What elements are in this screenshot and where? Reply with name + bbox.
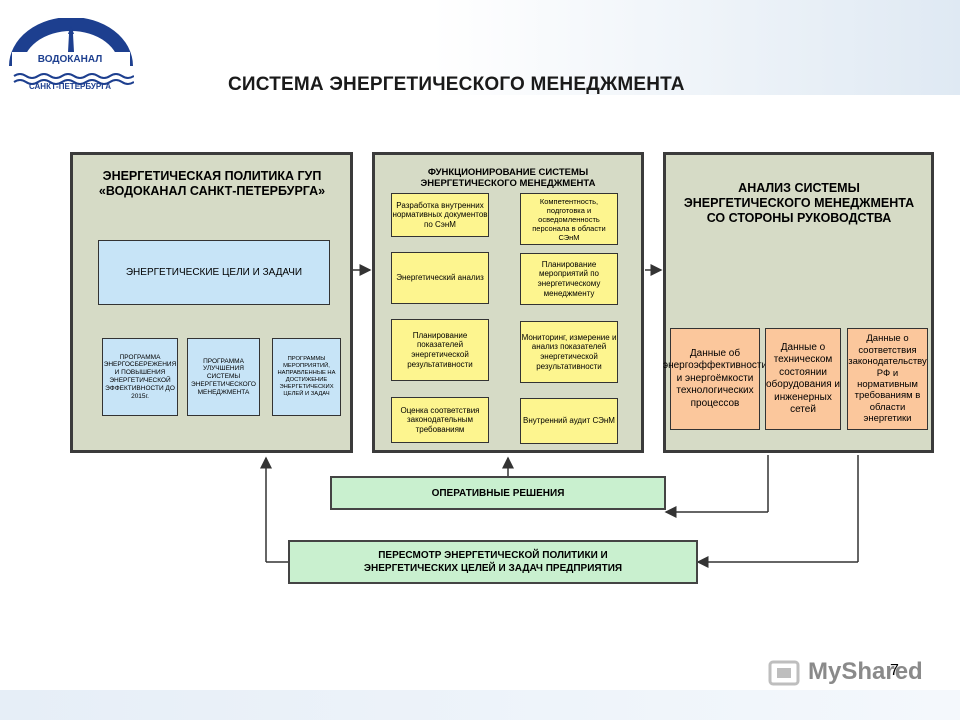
internal-documents-box: Разработка внутренних нормативных докуме… (391, 193, 489, 237)
footer-band (0, 690, 960, 720)
performance-planning-box: Планирование показателей энергетической … (391, 319, 489, 381)
energy-goals-box: ЭНЕРГЕТИЧЕСКИЕ ЦЕЛИ И ЗАДАЧИ (98, 240, 330, 305)
monitoring-measurement-box: Мониторинг, измерение и анализ показател… (520, 321, 618, 383)
competence-training-box: Компетентность, подготовка и осведомленн… (520, 193, 618, 245)
header-band (0, 0, 960, 95)
logo-city: САНКТ-ПЕТЕРБУРГА (28, 82, 112, 91)
page-title: СИСТЕМА ЭНЕРГЕТИЧЕСКОГО МЕНЕДЖМЕНТА (228, 74, 685, 95)
energy-policy-header: ЭНЕРГЕТИЧЕСКАЯ ПОЛИТИКА ГУП «ВОДОКАНАЛ С… (98, 169, 326, 198)
internal-audit-box: Внутренний аудит СЭнМ (520, 398, 618, 444)
policy-revision-box: ПЕРЕСМОТР ЭНЕРГЕТИЧЕСКОЙ ПОЛИТИКИ И ЭНЕР… (288, 540, 698, 584)
sem-operation-header: ФУНКЦИОНИРОВАНИЕ СИСТЕМЫ ЭНЕРГЕТИЧЕСКОГО… (420, 167, 596, 190)
energy-analysis-box: Энергетический анализ (391, 252, 489, 304)
legal-compliance-data-box: Данные о соответствия законодательству Р… (847, 328, 928, 430)
legal-compliance-box: Оценка соответствия законодательным треб… (391, 397, 489, 443)
measures-planning-box: Планирование мероприятий по энергетическ… (520, 253, 618, 305)
watermark-text: MyShared (808, 658, 923, 685)
vodokanal-logo-icon (9, 18, 134, 85)
page-number: 7 (890, 662, 899, 679)
program-sem-improvement-box: ПРОГРАММА УЛУЧШЕНИЯ СИСТЕМЫ ЭНЕРГЕТИЧЕСК… (187, 338, 260, 416)
program-energy-saving-box: ПРОГРАММА ЭНЕРГОСБЕРЕЖЕНИЯ И ПОВЫШЕНИЯ Э… (102, 338, 178, 416)
operational-decisions-box: ОПЕРАТИВНЫЕ РЕШЕНИЯ (330, 476, 666, 510)
myshared-watermark-icon (768, 660, 800, 686)
logo-name: ВОДОКАНАЛ (37, 54, 103, 65)
technical-state-data-box: Данные о техническом состоянии оборудова… (765, 328, 841, 430)
energy-efficiency-data-box: Данные об энергоэффективности и энергоём… (663, 328, 767, 430)
program-measures-box: ПРОГРАММЫ МЕРОПРИЯТИЙ, НАПРАВЛЕННЫЕ НА Д… (272, 338, 341, 416)
management-review-header: АНАЛИЗ СИСТЕМЫ ЭНЕРГЕТИЧЕСКОГО МЕНЕДЖМЕН… (683, 181, 915, 225)
